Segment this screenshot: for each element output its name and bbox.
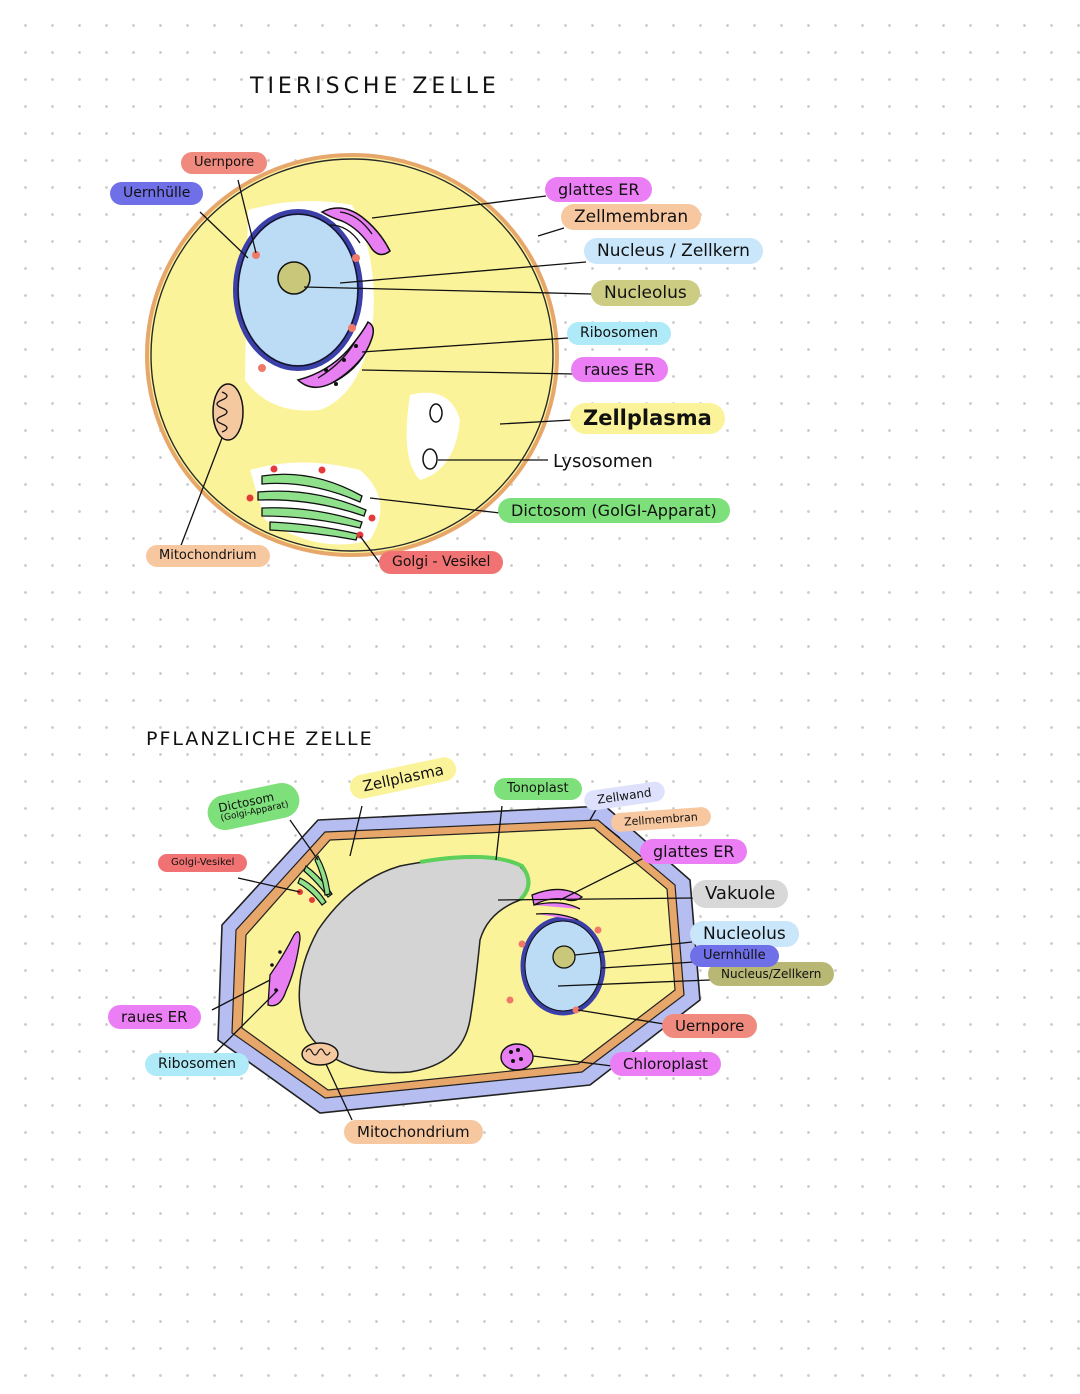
plant-kernpore [518, 940, 526, 948]
animal-lysosome [422, 448, 438, 470]
animal-cell-diagram [145, 153, 593, 567]
label-animal-lysosomen: Lysosomen [553, 451, 653, 472]
leader-plant-zellplasma [349, 805, 363, 857]
label-animal-zellmembran: Zellmembran [561, 204, 702, 231]
label-plant-raues-er: raues ER [108, 1005, 201, 1029]
label-animal-mitochondrium: Mitochondrium [146, 545, 270, 567]
plant-golgi [297, 854, 333, 906]
animal-golgi-vesicle [318, 466, 326, 474]
leader-nucleolus [303, 286, 593, 295]
label-plant-glattes-er: glattes ER [640, 839, 748, 865]
label-plant-chloroplast: Chloroplast [610, 1052, 721, 1076]
animal-cell-title: TIERISCHE ZELLE [250, 74, 500, 99]
leader-plant-kernhuelle [601, 961, 695, 969]
plant-kernpore [594, 926, 602, 934]
animal-cell-membrane-outline [150, 158, 554, 552]
label-plant-kernpore: Uernpore [662, 1014, 758, 1038]
leader-plant-raues-er [211, 979, 271, 1011]
leader-plant-nucleus [557, 979, 711, 987]
animal-nucleus-outline [237, 213, 359, 367]
label-plant-ribosomen: Ribosomen [145, 1053, 250, 1076]
label-animal-kernhuelle: Uernhülle [110, 182, 204, 205]
label-animal-kernpore: Uernpore [181, 152, 268, 174]
leader-dictosom [369, 497, 501, 514]
leader-plant-nucleolus [574, 941, 693, 956]
plant-kernpore [506, 996, 514, 1004]
animal-kernpore [252, 251, 260, 259]
leader-ribosomen [361, 337, 569, 353]
animal-kernpore [352, 254, 360, 262]
plant-tonoplast [419, 854, 531, 902]
plant-cell-title: PFLANZLICHE ZELLE [146, 728, 374, 750]
leader-glattes-er [371, 195, 547, 219]
leader-zellplasma [499, 419, 573, 425]
leader-plant-vakuole [497, 897, 695, 901]
label-animal-golgi-vesikel: Golgi - Vesikel [379, 551, 504, 574]
label-plant-golgi-vesikel: Golgi-Vesikel [158, 854, 248, 872]
leader-kernpore [237, 179, 257, 254]
plant-kernpore [572, 1006, 580, 1014]
animal-rough-er [296, 320, 375, 389]
leader-plant-dictosom [289, 819, 319, 861]
leader-mitochondrium [179, 437, 223, 549]
plant-nucleolus [552, 945, 576, 969]
label-animal-zellplasma: Zellplasma [570, 403, 725, 435]
label-animal-raues-er: raues ER [571, 357, 669, 383]
animal-smooth-er [320, 207, 391, 256]
animal-nucleolus [277, 261, 311, 295]
plant-smooth-er [531, 888, 584, 921]
label-animal-ribosomen: Ribosomen [567, 322, 672, 345]
label-plant-kernhuelle: Uernhülle [690, 945, 779, 967]
label-plant-nucleolus: Nucleolus [690, 921, 799, 948]
leader-kernhuelle [199, 211, 249, 259]
animal-kernpore [348, 324, 356, 332]
leader-plant-mitochondrium [325, 1063, 353, 1121]
animal-white-patch-lyso [406, 392, 460, 480]
leader-plant-golgi-vesikel [237, 877, 301, 893]
animal-kernpore [258, 364, 266, 372]
plant-chloroplast [500, 1043, 534, 1071]
label-plant-tonoplast: Tonoplast [494, 778, 582, 800]
label-animal-glattes-er: glattes ER [545, 177, 653, 203]
leader-raues-er [361, 369, 575, 375]
plant-rough-er [267, 931, 301, 1007]
leader-zellmembran [537, 227, 565, 237]
leader-plant-ribosomen [211, 989, 279, 1057]
label-animal-dictosom: Dictosom (GolGI-Apparat) [498, 498, 730, 524]
label-animal-nucleolus: Nucleolus [591, 280, 700, 307]
plant-nucleus-outline [524, 920, 602, 1012]
label-plant-vakuole: Vakuole [692, 880, 789, 908]
leader-plant-tonoplast [495, 805, 503, 861]
leader-nucleus [339, 261, 587, 284]
leader-plant-kernpore [577, 1009, 665, 1025]
animal-mitochondrium [212, 383, 244, 441]
animal-golgi-vesicle [356, 531, 364, 539]
animal-golgi [257, 473, 367, 541]
leader-plant-zellmembran [604, 825, 621, 839]
label-plant-mitochondrium: Mitochondrium [344, 1120, 483, 1144]
leader-plant-glattes-er [559, 855, 649, 901]
leader-golgi-vesikel [359, 535, 383, 567]
animal-golgi-vesicle [246, 494, 254, 502]
animal-lysosome [429, 403, 443, 423]
animal-golgi-vesicle [270, 465, 278, 473]
plant-golgi-vesicle [309, 897, 315, 903]
leader-plant-chloroplast [532, 1055, 613, 1067]
plant-mitochondrium [301, 1042, 339, 1066]
label-animal-nucleus: Nucleus / Zellkern [584, 238, 763, 265]
animal-golgi-vesicle [368, 514, 376, 522]
